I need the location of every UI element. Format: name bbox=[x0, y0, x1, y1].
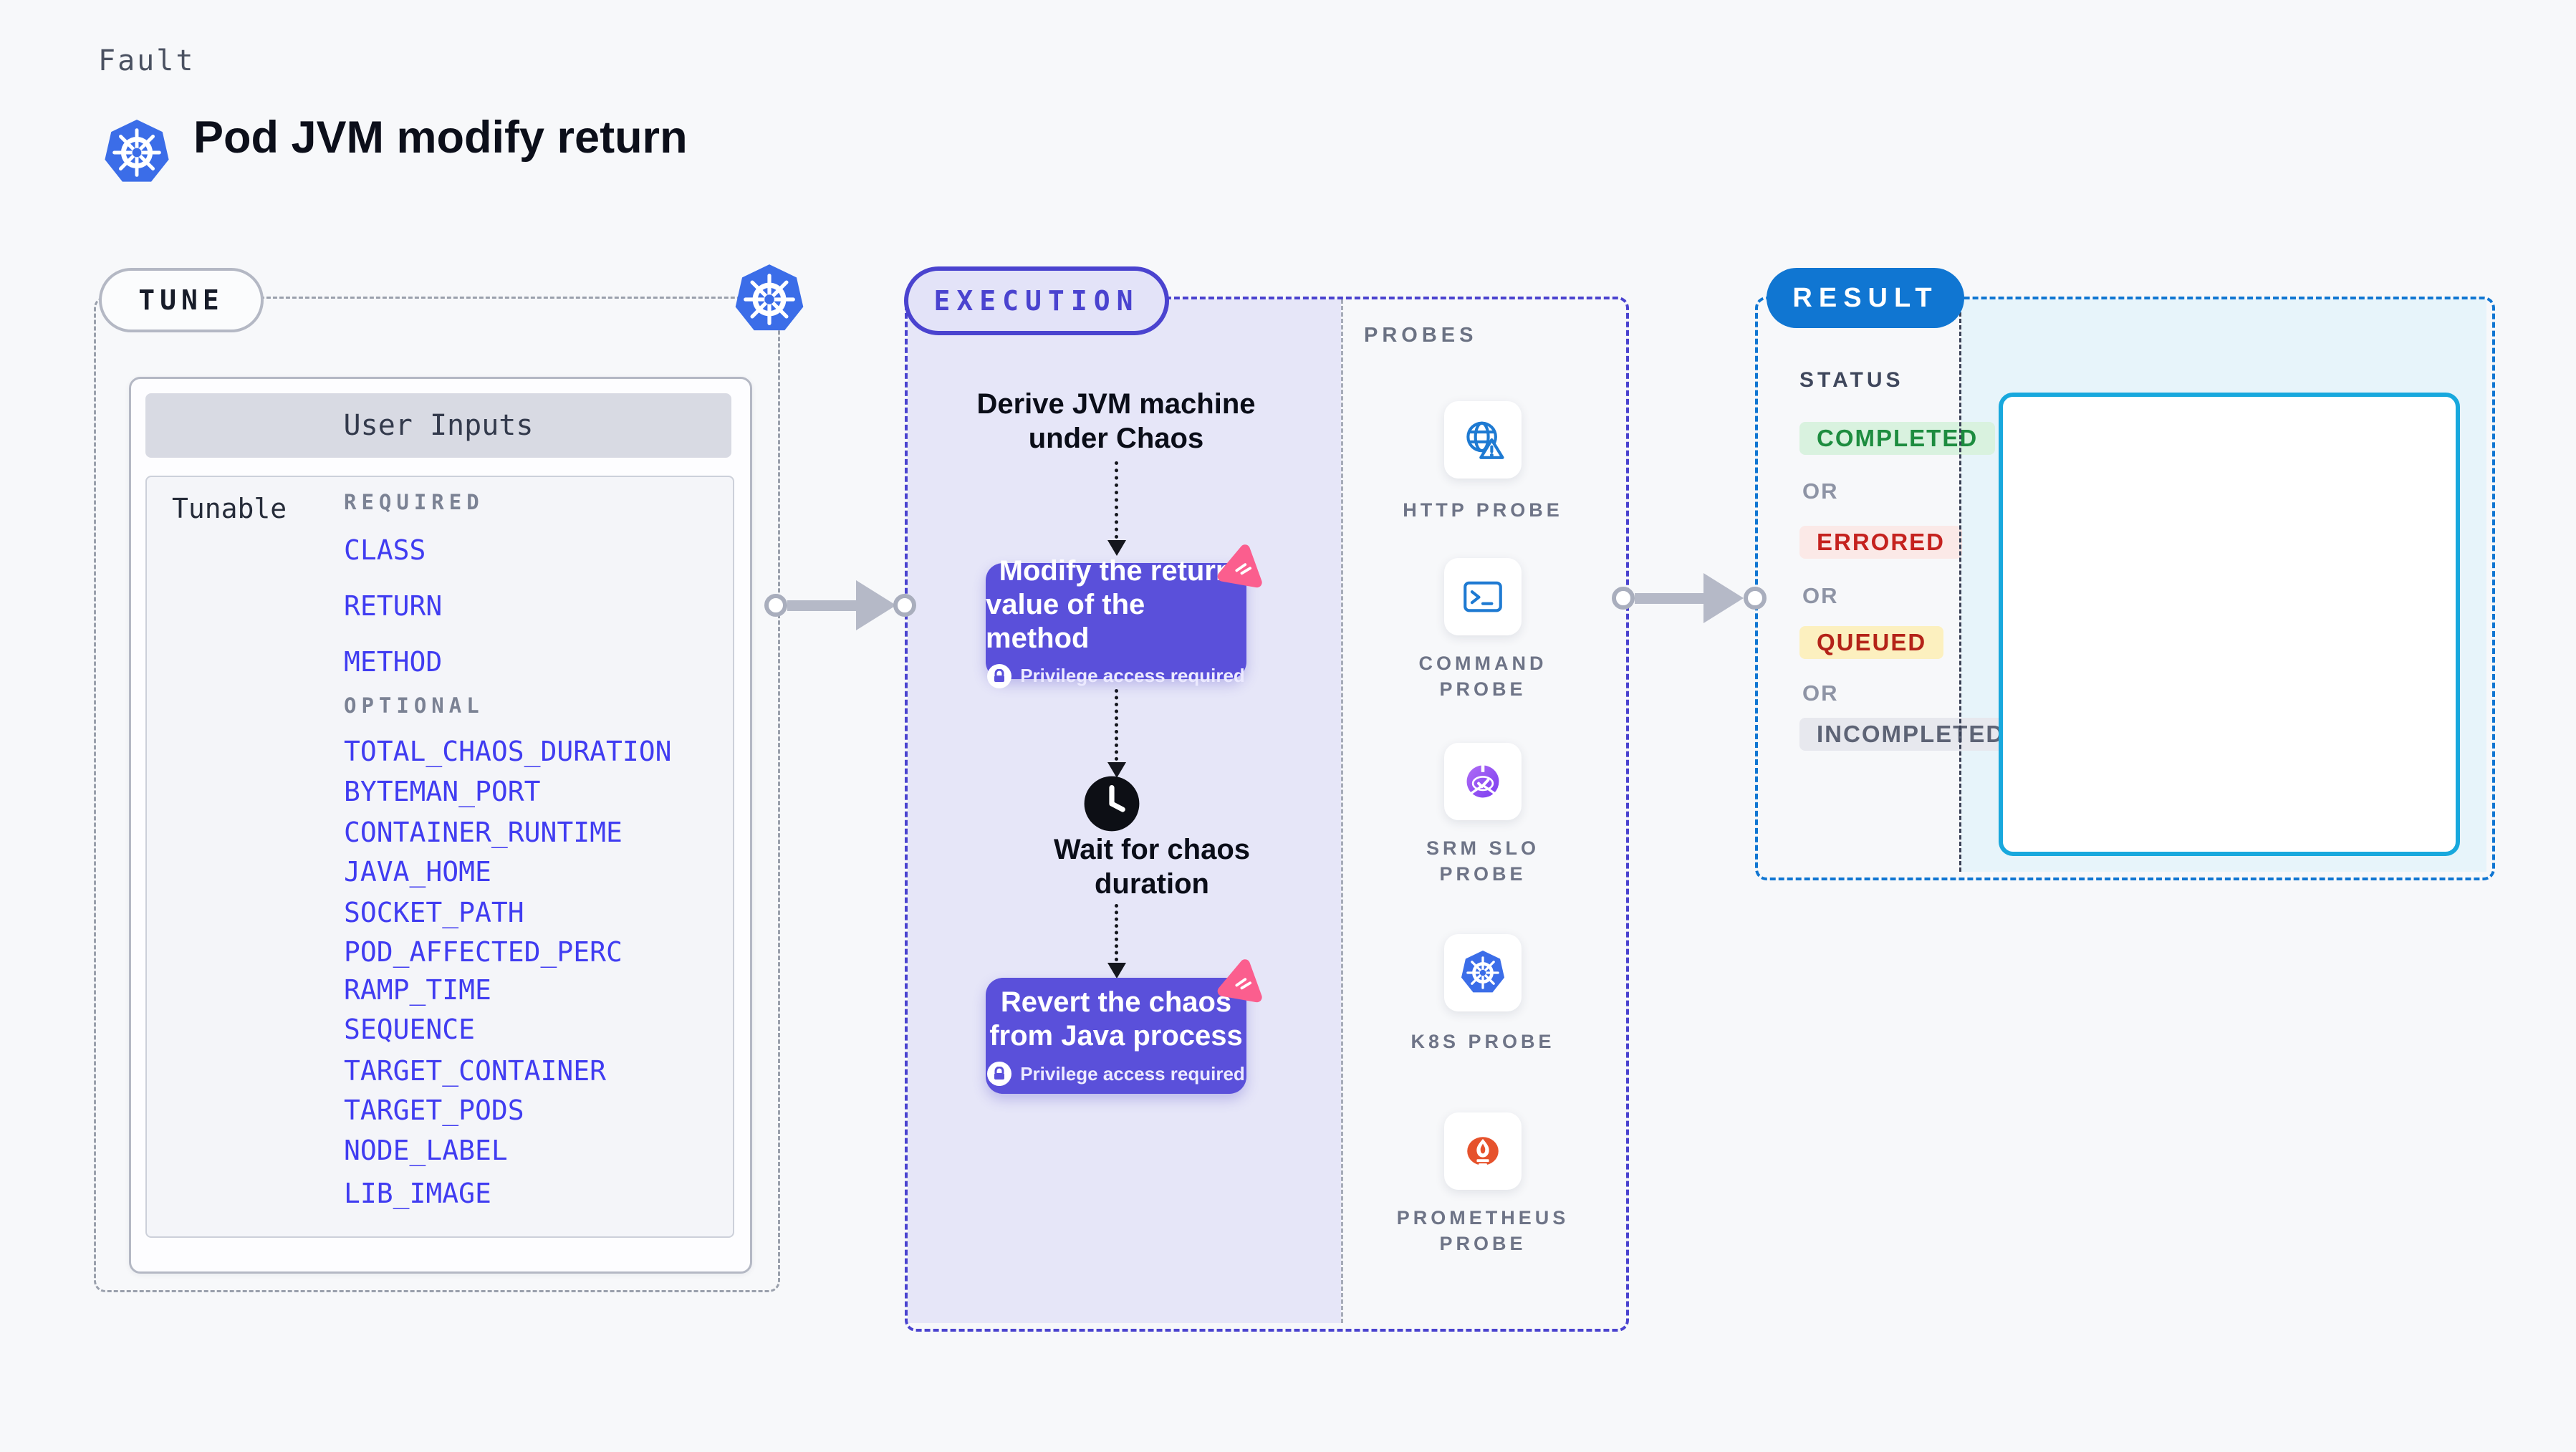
tunable-byteman-port: BYTEMAN_PORT bbox=[344, 776, 541, 807]
status-badge-errored: ERRORED bbox=[1799, 526, 1963, 559]
or-label: OR bbox=[1802, 681, 1839, 706]
wait-step: Wait for chaos duration bbox=[1053, 834, 1251, 900]
result-divider bbox=[1959, 299, 1961, 872]
command-probe-icon bbox=[1464, 581, 1502, 612]
lock-icon bbox=[987, 663, 1012, 688]
litmus-chaos-icon bbox=[1217, 544, 1262, 588]
connector-dot bbox=[1612, 587, 1635, 610]
kubernetes-icon bbox=[105, 119, 169, 182]
arrow-head bbox=[856, 580, 896, 630]
flow-arrow bbox=[1115, 904, 1118, 961]
status-badge-completed: COMPLETED bbox=[1799, 422, 1996, 455]
prometheus-probe-card bbox=[1444, 1112, 1522, 1190]
srm-slo-probe-card bbox=[1444, 743, 1522, 820]
tunable-container-runtime: CONTAINER_RUNTIME bbox=[344, 817, 623, 848]
tunable-return: RETURN bbox=[344, 590, 443, 622]
tunable-lib-image: LIB_IMAGE bbox=[344, 1178, 491, 1209]
tunable-ramp-time: RAMP_TIME bbox=[344, 974, 491, 1006]
fault-eyebrow: Fault bbox=[98, 44, 196, 77]
tunable-sequence: SEQUENCE bbox=[344, 1014, 476, 1045]
or-label: OR bbox=[1802, 479, 1839, 504]
prometheus-probe-label: PROMETHEUS PROBE bbox=[1396, 1207, 1570, 1254]
execution-probes-section bbox=[905, 297, 1629, 1332]
arrow-line bbox=[787, 600, 859, 611]
k8s-probe-card bbox=[1444, 934, 1522, 1011]
http-probe-label: HTTP PROBE bbox=[1403, 499, 1563, 521]
privilege-badge: Privilege access required bbox=[987, 1062, 1245, 1086]
status-badge-incompleted: INCOMPLETED bbox=[1799, 718, 2022, 751]
command-probe-card bbox=[1444, 558, 1522, 635]
tune-pill: TUNE bbox=[99, 268, 264, 332]
status-label: STATUS bbox=[1799, 368, 1904, 392]
http-probe-card bbox=[1444, 401, 1522, 479]
tunable-method: METHOD bbox=[344, 646, 443, 678]
clock-icon bbox=[1084, 776, 1140, 832]
or-label: OR bbox=[1802, 583, 1839, 608]
prometheus-icon bbox=[1467, 1137, 1499, 1166]
flow-arrow bbox=[1115, 461, 1118, 539]
flow-arrow-head bbox=[1107, 762, 1126, 778]
required-group-label: REQUIRED bbox=[344, 490, 484, 514]
modify-return-node: Modify the return value of the method Pr… bbox=[986, 555, 1246, 688]
flow-arrow-head bbox=[1107, 540, 1126, 556]
result-pill: RESULT bbox=[1767, 268, 1964, 328]
connector-dot bbox=[893, 594, 916, 617]
flow-arrow bbox=[1115, 689, 1118, 761]
litmus-chaos-icon bbox=[1217, 959, 1262, 1003]
tunable-target-container: TARGET_CONTAINER bbox=[344, 1055, 607, 1087]
tunable-node-label: NODE_LABEL bbox=[344, 1135, 508, 1166]
tunable-pod-affected-perc: POD_AFFECTED_PERC bbox=[344, 936, 623, 968]
kubernetes-icon bbox=[735, 264, 804, 331]
command-probe-label: COMMAND PROBE bbox=[1418, 653, 1547, 700]
flow-arrow-head bbox=[1107, 963, 1126, 979]
srm-slo-probe-icon bbox=[1466, 764, 1499, 798]
kubernetes-icon bbox=[1461, 950, 1505, 993]
probes-label: PROBES bbox=[1364, 324, 1478, 347]
srm-slo-probe-label: SRM SLO PROBE bbox=[1426, 837, 1539, 885]
tunable-label: Tunable bbox=[172, 493, 287, 524]
tunable-total-chaos-duration: TOTAL_CHAOS_DURATION bbox=[344, 736, 672, 767]
connector-dot bbox=[764, 594, 787, 617]
user-inputs-title: User Inputs bbox=[145, 393, 731, 458]
tunables-list bbox=[145, 476, 734, 1238]
arrow-head bbox=[1703, 573, 1744, 623]
output-card bbox=[1999, 393, 2460, 856]
status-badge-queued: QUEUED bbox=[1799, 626, 1944, 659]
tunable-socket-path: SOCKET_PATH bbox=[344, 897, 524, 928]
page-title: Pod JVM modify return bbox=[193, 112, 688, 163]
execution-pill: EXECUTION bbox=[904, 266, 1169, 335]
tune-section bbox=[94, 297, 780, 1292]
revert-chaos-node: Revert the chaos from Java process Privi… bbox=[986, 978, 1246, 1094]
tunable-java-home: JAVA_HOME bbox=[344, 856, 491, 888]
k8s-probe-label: K8S PROBE bbox=[1410, 1031, 1555, 1052]
tunable-target-pods: TARGET_PODS bbox=[344, 1095, 524, 1126]
lock-icon bbox=[987, 1062, 1012, 1086]
tunable-class: CLASS bbox=[344, 534, 426, 566]
execution-probes-divider bbox=[1341, 299, 1343, 1323]
http-probe-icon bbox=[1466, 421, 1504, 459]
privilege-badge: Privilege access required bbox=[987, 663, 1245, 688]
optional-group-label: OPTIONAL bbox=[344, 693, 484, 718]
connector-dot bbox=[1744, 587, 1767, 610]
arrow-line bbox=[1635, 593, 1706, 604]
derive-jvm-step: Derive JVM machine under Chaos bbox=[976, 388, 1256, 454]
